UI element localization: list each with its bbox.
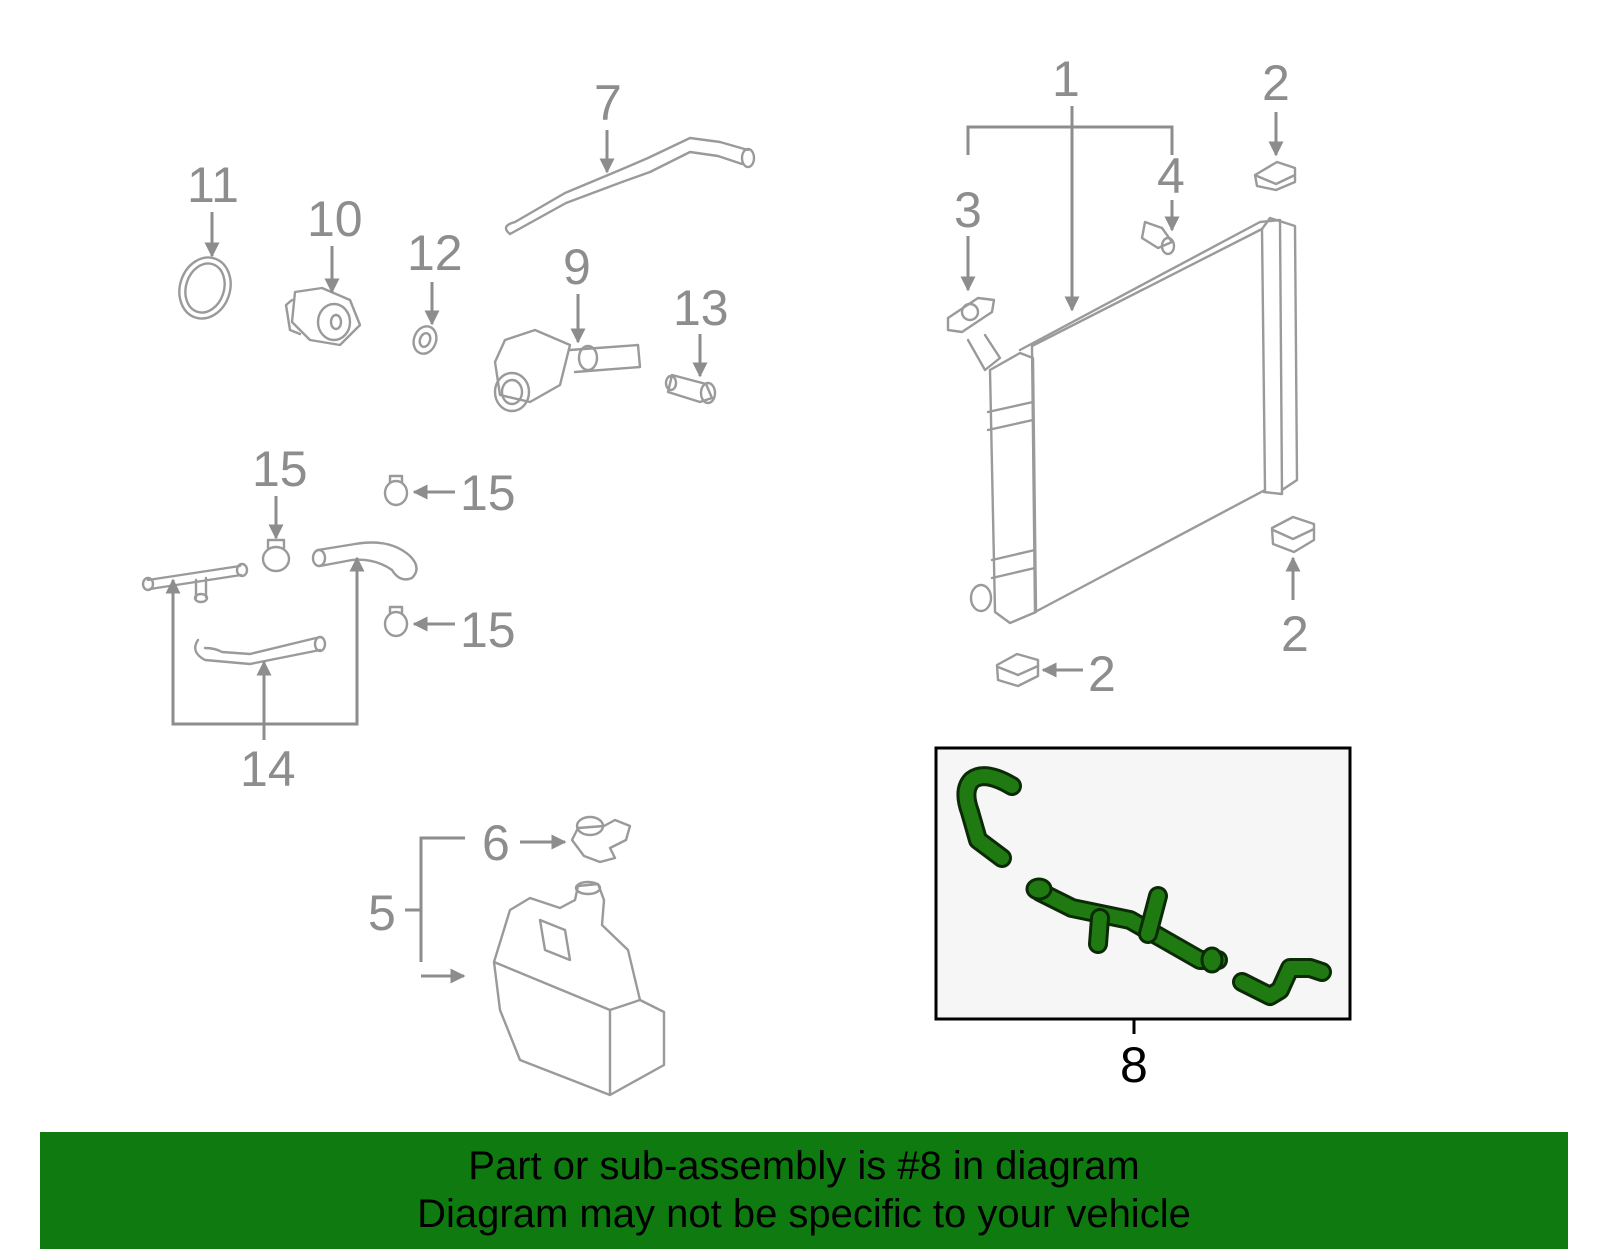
callout-8: 8 <box>1120 1037 1148 1093</box>
bracket-5 <box>419 836 465 962</box>
seal-part[interactable] <box>410 323 440 357</box>
info-banner: Part or sub-assembly is #8 in diagram Di… <box>40 1132 1568 1249</box>
callout-13: 13 <box>673 280 729 336</box>
banner-line-1: Part or sub-assembly is #8 in diagram <box>468 1144 1140 1188</box>
bypass-pipe-part[interactable] <box>504 136 756 236</box>
drain-cock-part[interactable] <box>946 296 996 334</box>
callout-2-bottom: 2 <box>1088 646 1116 702</box>
water-outlet-part[interactable] <box>493 328 642 413</box>
callout-5: 5 <box>368 885 396 941</box>
callout-9: 9 <box>563 239 591 295</box>
radiator-part[interactable] <box>966 216 1299 625</box>
clamp-part-c[interactable] <box>383 605 409 638</box>
o-ring-part[interactable] <box>172 251 239 325</box>
reservoir-cap-part[interactable] <box>570 815 632 864</box>
callout-2-right: 2 <box>1281 606 1309 662</box>
callout-1: 1 <box>1052 51 1080 107</box>
thermostat-part[interactable] <box>284 286 362 347</box>
mount-part-top[interactable] <box>1253 160 1297 192</box>
bracket-1 <box>966 125 1174 155</box>
callout-15-a: 15 <box>252 441 308 497</box>
upper-hose-part[interactable] <box>311 541 418 581</box>
heater-hose-assembly-part[interactable] <box>956 766 1332 1006</box>
tee-pipe-part[interactable] <box>141 562 249 604</box>
plug-part[interactable] <box>1140 220 1176 256</box>
callout-12: 12 <box>407 225 463 281</box>
callout-2-top: 2 <box>1262 55 1290 111</box>
callout-14: 14 <box>240 741 296 797</box>
callout-3: 3 <box>954 182 982 238</box>
callout-15-c: 15 <box>460 602 516 658</box>
clamp-part-b[interactable] <box>383 474 409 507</box>
clamp-part-a[interactable] <box>261 538 291 573</box>
callout-15-b: 15 <box>460 465 516 521</box>
sensor-part[interactable] <box>664 373 717 405</box>
banner-line-2: Diagram may not be specific to your vehi… <box>417 1192 1191 1236</box>
callout-11: 11 <box>187 157 239 213</box>
callout-10: 10 <box>307 191 363 247</box>
mount-part-bottom[interactable] <box>995 652 1040 688</box>
callout-6: 6 <box>482 815 510 871</box>
lower-hose-part[interactable] <box>194 635 327 666</box>
coolant-reservoir-part[interactable] <box>492 880 666 1097</box>
mount-part-right[interactable] <box>1270 515 1316 554</box>
callout-7: 7 <box>594 75 622 131</box>
callout-4: 4 <box>1157 148 1185 204</box>
